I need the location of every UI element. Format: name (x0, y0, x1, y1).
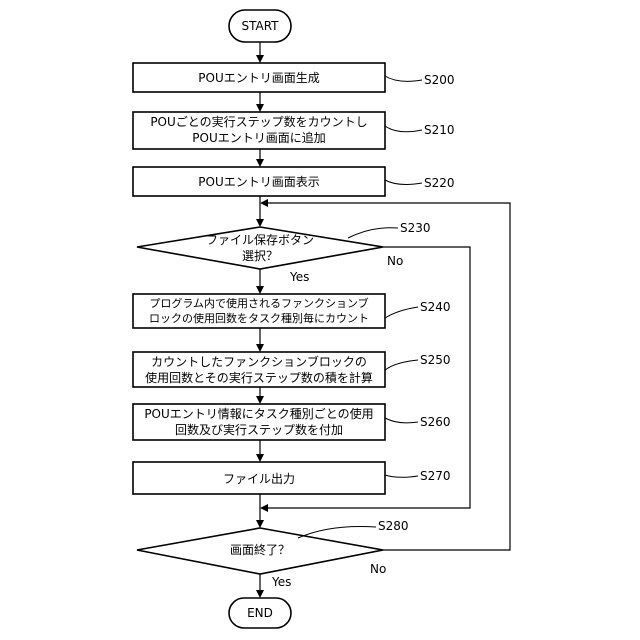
step-s200-text: POUエントリ画面生成 (198, 71, 319, 85)
end-label: END (247, 606, 273, 620)
leader-s270 (385, 475, 418, 477)
decision-s230-text-line-2: 選択？ (242, 249, 278, 263)
step-s250-text-line-2: 使用回数とその実行ステップ数の積を計算 (145, 370, 373, 385)
step-s200-ref: S200 (424, 73, 455, 87)
decision-s280: 画面終了？ (137, 528, 383, 574)
decision-s280-no-label: No (370, 562, 386, 576)
leader-s260 (385, 418, 418, 423)
decision-s280-yes-label: Yes (271, 575, 291, 589)
step-s210-text-line-1: POUごとの実行ステップ数をカウントし (150, 114, 367, 129)
step-s220: POUエントリ画面表示 (133, 167, 385, 196)
step-s240-text-line-2: ロックの使用回数をタスク種別毎にカウント (149, 311, 369, 325)
step-s260-text-line-2: 回数及び実行ステップ数を付加 (175, 422, 343, 437)
step-s240: プログラム内で使用されるファンクションブ ロックの使用回数をタスク種別毎にカウン… (133, 294, 385, 328)
decision-s280-text: 画面終了？ (230, 542, 290, 557)
step-s250-text-line-1: カウントしたファンクションブロックの (151, 354, 367, 369)
step-s270-text: ファイル出力 (223, 472, 295, 486)
step-s220-text: POUエントリ画面表示 (198, 175, 319, 189)
step-s260: POUエントリ情報にタスク種別ごとの使用 回数及び実行ステップ数を付加 (133, 404, 385, 440)
decision-s230: ファイル保存ボタン 選択？ (137, 227, 383, 269)
leader-s240 (385, 307, 418, 318)
step-s260-text-line-1: POUエントリ情報にタスク種別ごとの使用 (144, 406, 373, 421)
step-s210-ref: S210 (424, 123, 455, 137)
step-s250-ref: S250 (420, 353, 451, 367)
leader-s210 (385, 126, 422, 132)
step-s280-ref: S280 (378, 519, 409, 533)
decision-s230-yes-label: Yes (289, 270, 309, 284)
step-s260-ref: S260 (420, 415, 451, 429)
decision-s230-text-line-1: ファイル保存ボタン (206, 233, 314, 247)
step-s210-text-line-2: POUエントリ画面に追加 (192, 130, 325, 145)
step-s220-ref: S220 (424, 176, 455, 190)
end-terminal: END (229, 598, 291, 628)
leader-s230 (348, 228, 398, 238)
step-s250: カウントしたファンクションブロックの 使用回数とその実行ステップ数の積を計算 (133, 352, 385, 387)
start-terminal: START (229, 10, 291, 42)
step-s270-ref: S270 (420, 469, 451, 483)
start-label: START (241, 19, 279, 33)
step-s240-text-line-1: プログラム内で使用されるファンクションブ (149, 296, 368, 310)
step-s270: ファイル出力 (133, 462, 385, 494)
step-s240-ref: S240 (420, 300, 451, 314)
leader-s220 (385, 180, 422, 184)
step-s210: POUごとの実行ステップ数をカウントし POUエントリ画面に追加 (133, 112, 385, 149)
leader-s200 (385, 76, 422, 81)
decision-s230-no-label: No (387, 254, 403, 268)
step-s200: POUエントリ画面生成 (133, 63, 385, 92)
step-s230-ref: S230 (400, 221, 431, 235)
leader-s250 (385, 360, 418, 370)
